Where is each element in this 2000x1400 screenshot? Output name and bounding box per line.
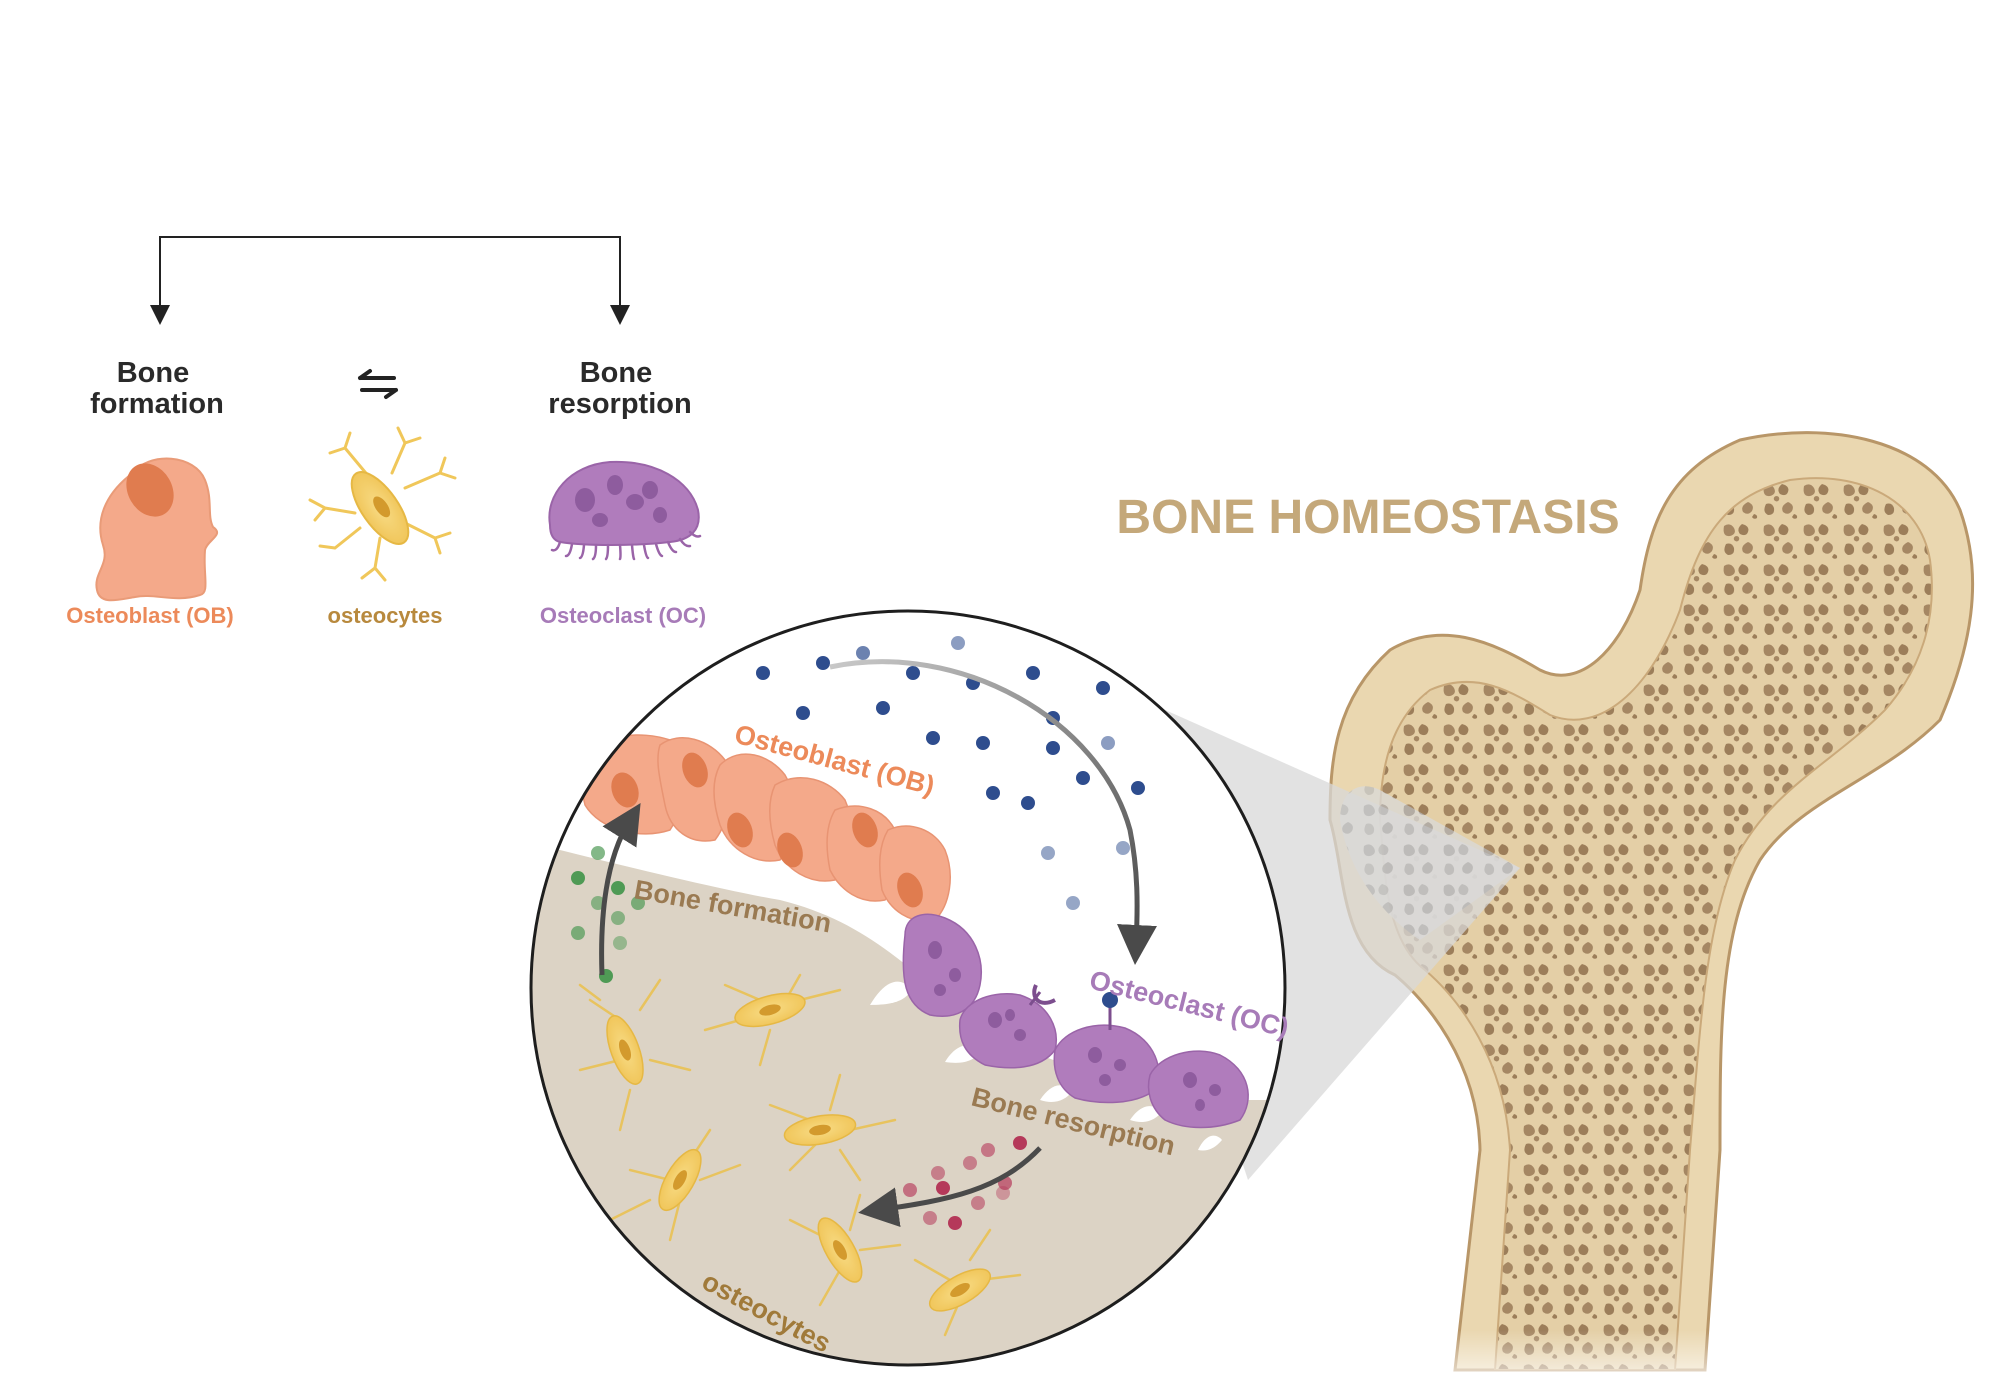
bidirectional-arrows-icon: [358, 369, 398, 399]
bone-resorption-header: Bone resorption: [548, 357, 691, 420]
zoom-osteocytes: [578, 973, 1022, 1337]
osteocyte-cell-icon: [308, 426, 457, 582]
legend-osteocytes-label: osteocytes: [328, 603, 443, 628]
process-bracket: [150, 236, 630, 325]
signal-dots-red: [903, 1136, 1027, 1230]
legend-osteoblast-label: Osteoblast (OB): [66, 603, 233, 628]
bone-formation-header: Bone formation: [90, 357, 224, 420]
page-title: BONE HOMEOSTASIS: [1116, 491, 1619, 544]
zoom-circle: Osteoblast (OB) Bone formation Osteoclas…: [529, 609, 1292, 1367]
osteoblast-cell-icon: [95, 457, 219, 602]
zoom-source-region: [1340, 786, 1520, 940]
zoom-osteoclast-row: [902, 913, 1249, 1129]
legend-osteoclast-label: Osteoclast (OC): [540, 603, 706, 628]
matrix-release-arrow: [858, 1146, 1042, 1228]
femur-bone: [1300, 431, 2000, 1400]
formation-arrow: [599, 803, 641, 976]
osteoclast-cell-icon: [548, 460, 702, 561]
resorption-signal-arrow: [829, 659, 1157, 965]
